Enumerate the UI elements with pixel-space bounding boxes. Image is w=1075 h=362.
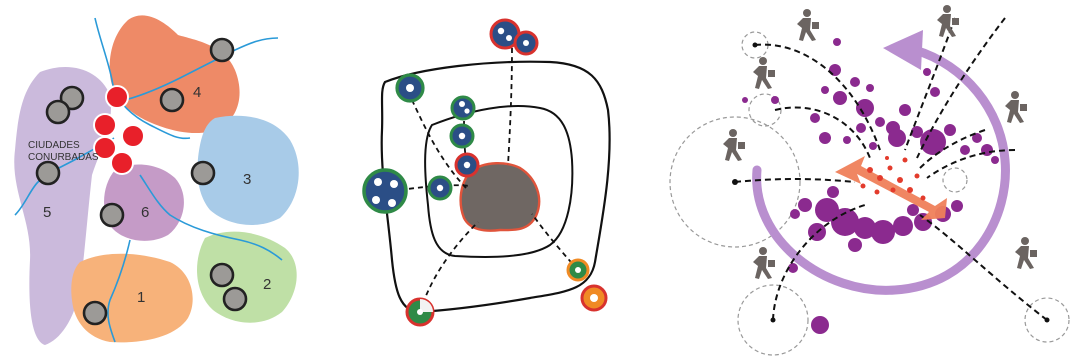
region-label-2: 2 (263, 276, 271, 293)
activity-dot (871, 220, 895, 244)
region-label-5: 5 (43, 204, 51, 221)
city-node (222, 286, 248, 312)
river-line (107, 239, 131, 343)
activity-dot (856, 123, 866, 133)
walking-person-icon (1015, 237, 1037, 269)
center-arrow-icon (835, 156, 947, 220)
activity-dot (944, 124, 956, 136)
node-bottom-right (566, 258, 608, 312)
node-left-top (395, 73, 425, 103)
activity-dot (856, 99, 874, 117)
core-district (459, 162, 541, 232)
region-label-4: 4 (193, 84, 201, 101)
city-node (45, 99, 71, 125)
node-inner-column (427, 95, 480, 201)
walking-person-icon (937, 5, 959, 37)
node-left-large (362, 168, 408, 214)
regions-map-panel: CIUDADES CONURBADAS 1 2 3 4 5 6 (14, 15, 299, 345)
activity-dot (875, 117, 885, 127)
city-node (159, 87, 185, 113)
activity-dot (972, 133, 982, 143)
region-label-3: 3 (243, 171, 251, 188)
node-bottom-left (405, 297, 435, 327)
activity-dot (888, 129, 906, 147)
activity-dot (833, 38, 841, 46)
inner-boundary (424, 105, 574, 258)
hub-node (105, 85, 129, 109)
city-nodes (35, 37, 248, 326)
activity-dot (819, 132, 831, 144)
activity-dot (991, 156, 999, 164)
activity-dot (833, 91, 847, 105)
region-3-area (197, 115, 299, 225)
walking-person-icon (1005, 91, 1027, 123)
cycle-arrowhead-icon (883, 30, 923, 70)
catchment-circles (669, 31, 1070, 356)
region-label-1: 1 (137, 289, 145, 306)
city-node (209, 37, 235, 63)
city-node (209, 262, 235, 288)
activity-dot (827, 186, 839, 198)
activity-dot (920, 129, 946, 155)
node-top-pair (489, 18, 539, 56)
walking-person-icons (723, 5, 1037, 279)
walking-person-icon (797, 9, 819, 41)
walking-person-icon (723, 129, 745, 161)
activity-dot (811, 316, 829, 334)
conurbation-label-line-1: CIUDADES (28, 140, 80, 151)
region-5-area (14, 66, 111, 345)
activity-dot (821, 86, 829, 94)
activity-dot (911, 126, 923, 138)
activity-dot (829, 64, 841, 76)
activity-dot (790, 209, 800, 219)
cycle-arrow-icon (752, 45, 1010, 295)
activity-dot (960, 145, 970, 155)
activity-dot (869, 142, 877, 150)
conurbation-hubs (93, 85, 145, 175)
activity-dot (866, 84, 874, 92)
city-node (35, 160, 61, 186)
activity-dot (854, 217, 876, 239)
city-node (82, 300, 108, 326)
region-4-area (109, 15, 240, 134)
activity-dot (893, 216, 913, 236)
activity-dot (951, 200, 963, 212)
hub-node (93, 113, 117, 137)
mobility-cycle-panel (669, 5, 1070, 356)
region-2-area (197, 231, 297, 323)
hub-node (110, 151, 134, 175)
river-line (124, 37, 279, 101)
walking-person-icon (753, 247, 775, 279)
activity-dot (899, 104, 911, 116)
activity-dot (843, 136, 851, 144)
activity-dot (742, 97, 748, 103)
walking-person-icon (753, 57, 775, 89)
activity-dot (848, 238, 862, 252)
region-1-area (71, 253, 193, 343)
activity-dot (850, 77, 860, 87)
activity-dot (831, 208, 859, 236)
activity-dot (798, 198, 812, 212)
river-line (139, 174, 283, 261)
network-diagram-panel (362, 18, 611, 327)
activity-dots (742, 38, 999, 334)
activity-dot (930, 87, 940, 97)
activity-dot (923, 68, 931, 76)
conurbation-label-line-2: CONURBADAS (28, 152, 99, 163)
center-activity (835, 156, 947, 220)
region-label-6: 6 (141, 204, 149, 221)
activity-dot (810, 113, 820, 123)
city-node (190, 160, 216, 186)
hub-node (93, 136, 117, 160)
city-node (99, 202, 125, 228)
region-6-area (104, 164, 184, 241)
activity-dot (788, 263, 798, 273)
activity-dot (771, 96, 779, 104)
hub-node (121, 124, 145, 148)
activity-dot (907, 204, 919, 216)
endpoint-dots (732, 42, 1050, 323)
